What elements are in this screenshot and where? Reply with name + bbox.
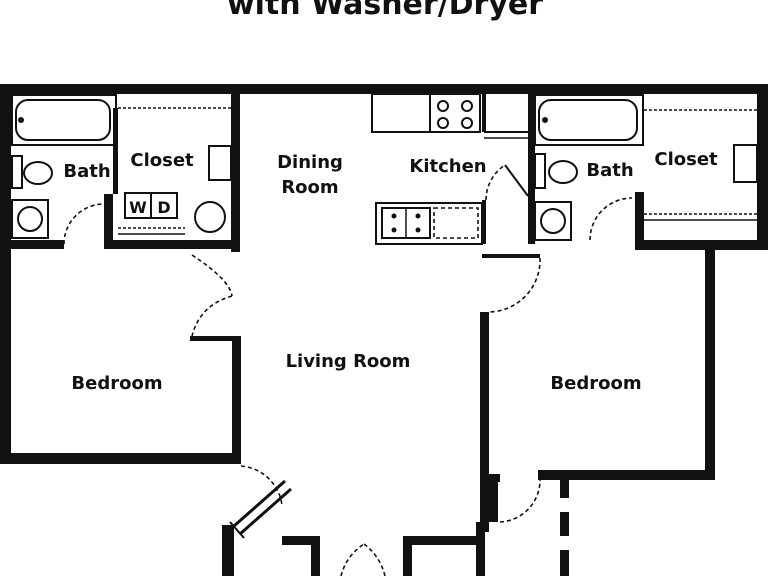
room-label-closet-left: Closet <box>130 150 194 171</box>
dryer-label: D <box>157 198 170 217</box>
room-label-dining-line1: Dining <box>277 152 343 173</box>
washer-label: W <box>129 198 147 217</box>
room-label-kitchen: Kitchen <box>409 156 486 177</box>
left-closet-fixtures: W D <box>118 145 232 235</box>
interior-walls <box>0 84 715 576</box>
right-bath-fixtures <box>534 94 757 241</box>
plan-title: with Washer/Dryer <box>227 0 543 22</box>
room-label-bath-right: Bath <box>586 160 633 181</box>
room-labels: Bath Closet Dining Room Kitchen Bath Clo… <box>63 149 718 394</box>
room-label-dining-line2: Room <box>281 177 338 198</box>
right-closet-fixtures <box>644 144 758 221</box>
door-swings <box>191 254 541 576</box>
exterior-walls <box>0 84 768 480</box>
room-label-closet-right: Closet <box>654 149 718 170</box>
room-label-bedroom-right: Bedroom <box>550 373 641 394</box>
room-label-bedroom-left: Bedroom <box>71 373 162 394</box>
room-label-bath-left: Bath <box>63 161 110 182</box>
kitchen-fixtures <box>371 93 529 245</box>
left-bath-fixtures <box>11 94 231 245</box>
room-label-living: Living Room <box>286 351 411 372</box>
